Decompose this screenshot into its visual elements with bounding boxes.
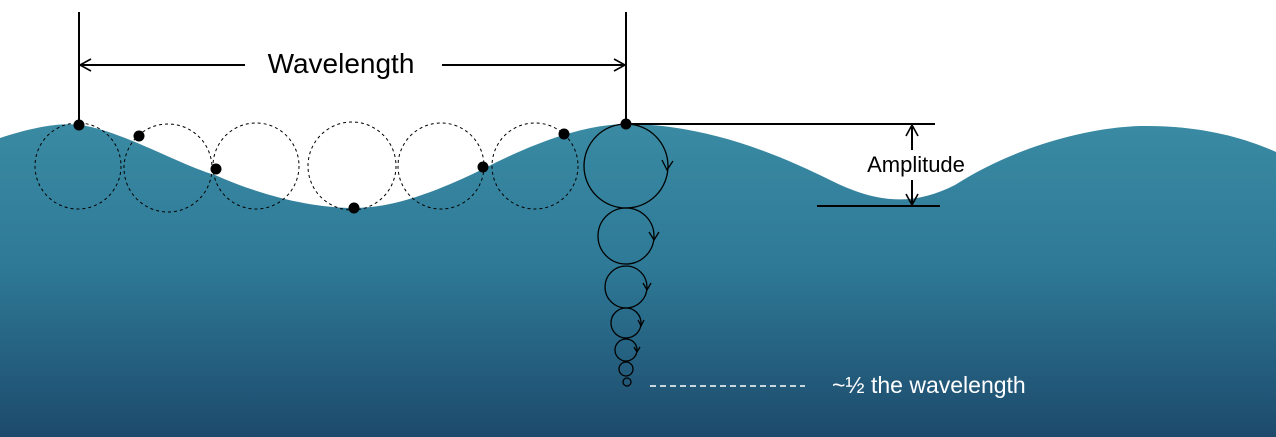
surface-orbit — [34, 122, 122, 210]
depth-orbit — [614, 338, 638, 362]
depth-orbit — [618, 361, 634, 377]
wavelength-label: Wavelength — [268, 48, 415, 79]
surface-particles — [73, 118, 632, 214]
orbit-arrow — [633, 346, 641, 354]
depth-orbit — [610, 307, 642, 339]
water-particle — [210, 163, 222, 175]
orbit-arrow — [661, 159, 674, 172]
orbit-direction-arrows — [633, 159, 674, 354]
depth-orbit — [597, 207, 655, 265]
depth-orbit — [622, 377, 632, 387]
amplitude-label: Amplitude — [867, 152, 965, 177]
orbit-arrow — [648, 231, 660, 242]
depth-orbits — [583, 123, 669, 387]
orbit-arrow — [637, 319, 645, 328]
surface-orbit — [307, 121, 397, 211]
water-particle — [348, 202, 360, 214]
water-particle — [133, 130, 145, 142]
water-particle — [558, 128, 570, 140]
orbit-arrow — [642, 282, 652, 292]
water-particle — [477, 161, 489, 173]
water-body — [0, 124, 1276, 437]
depth-note-label: ~½ the wavelength — [832, 372, 1026, 398]
surface-orbit — [491, 122, 579, 210]
water-particle — [73, 119, 85, 131]
